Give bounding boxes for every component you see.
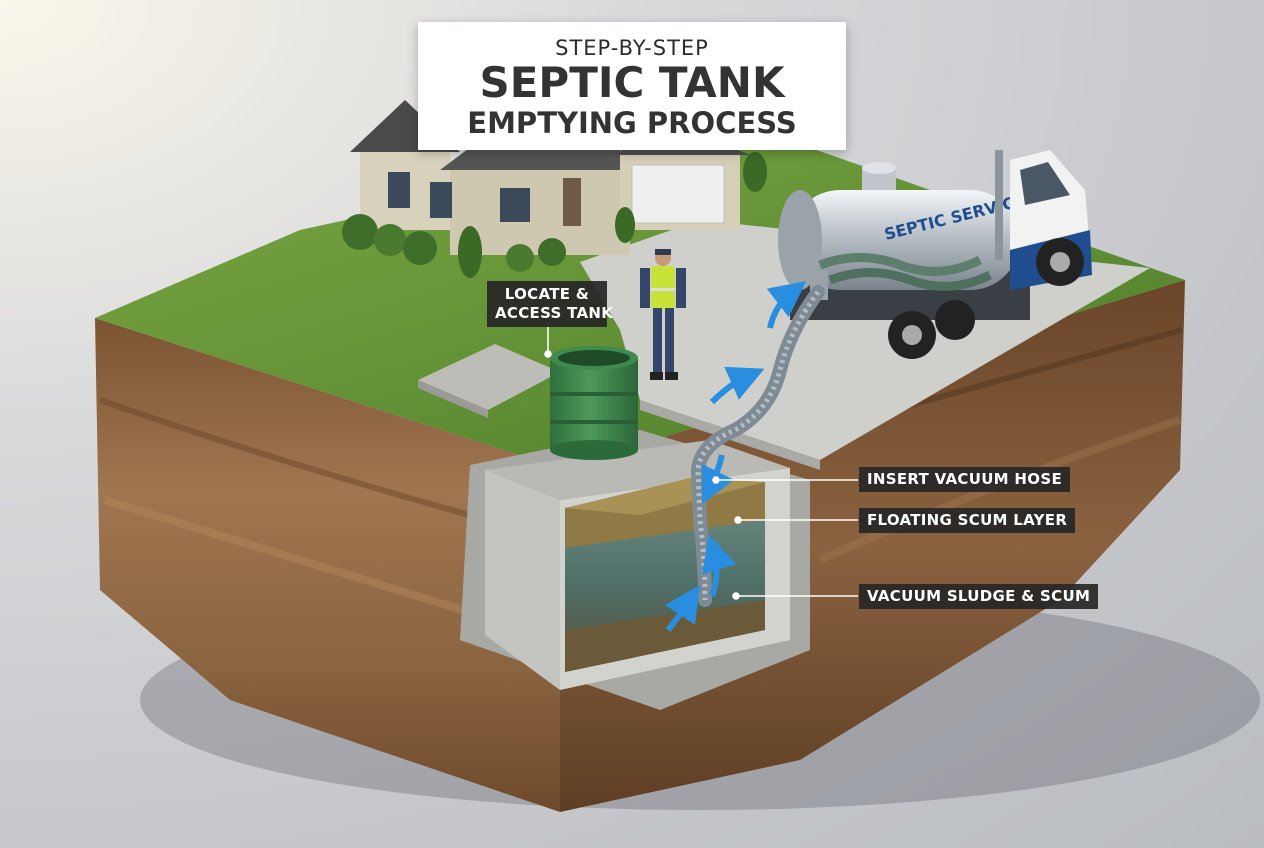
callout-vacuum-sludge-scum: VACUUM SLUDGE & SCUM [859,584,1099,609]
flow-arrow-icon [665,281,807,632]
tank-lid-edge [418,380,488,418]
concrete-tank-top [485,440,790,500]
tank-riser [550,346,638,460]
title-box: STEP-BY-STEP SEPTIC TANK EMPTYING PROCES… [418,22,846,150]
callout-floating-scum-layer: FLOATING SCUM LAYER [859,508,1076,533]
callout-locate-access-tank: LOCATE & ACCESS TANK [487,281,614,327]
title-kicker: STEP-BY-STEP [555,36,709,60]
callout-locate-line1: LOCATE & [504,285,590,303]
sludge-layer [565,600,765,672]
truck-icon: SEPTIC SERVICES [778,150,1092,359]
page-title: SEPTIC TANK [479,58,785,107]
leader-lines [544,322,858,600]
shrubs [342,152,767,278]
worker-icon [640,249,686,380]
page-subtitle: EMPTYING PROCESS [467,106,797,140]
callout-locate-line2: ACCESS TANK [495,304,614,322]
concrete-tank-front [485,470,560,690]
soil-front-face [95,318,560,812]
callout-insert-vacuum-hose: INSERT VACUUM HOSE [859,467,1070,492]
tank-lid [418,344,560,410]
